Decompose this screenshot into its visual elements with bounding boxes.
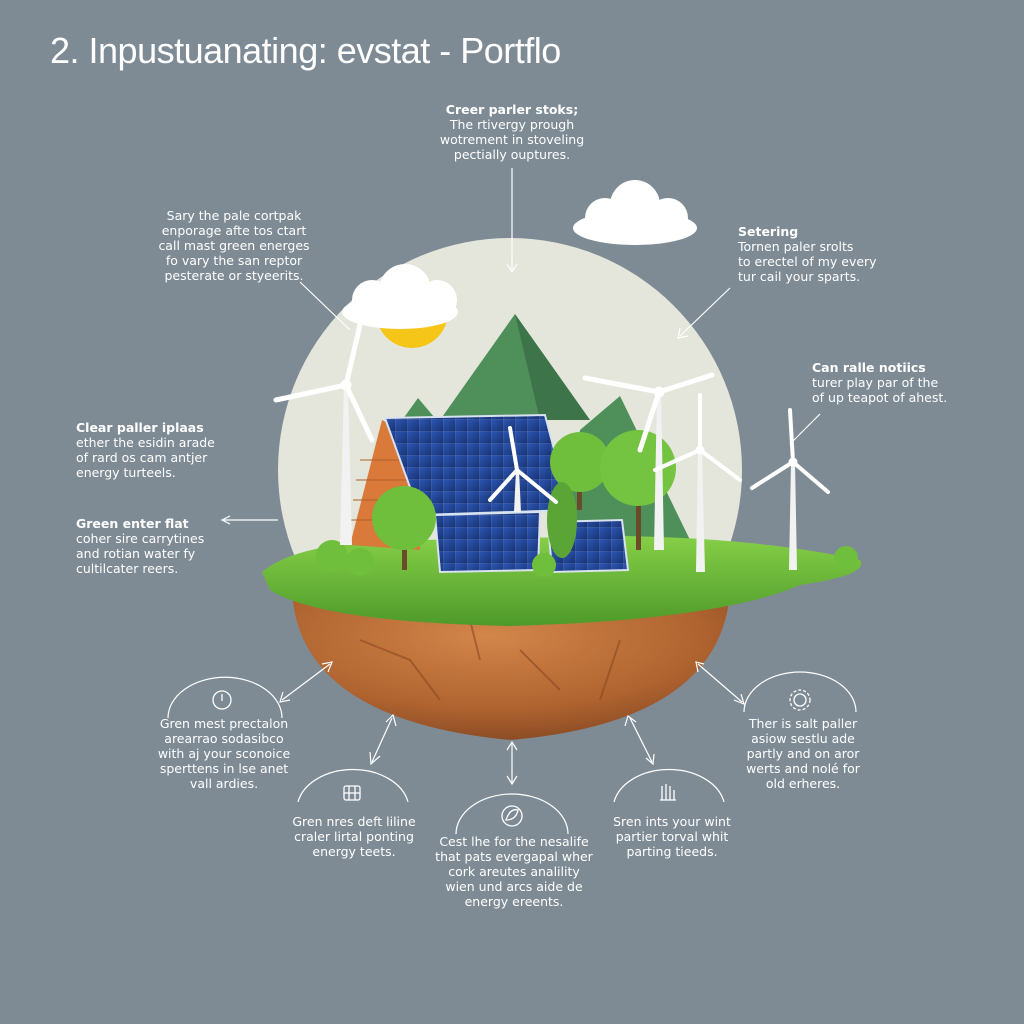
grass-top — [262, 536, 862, 626]
page-title: 2. Inpustuanating: evstat - Portflo — [50, 30, 561, 71]
note-bottom-right: Ther is salt paller asiow sestlu ade par… — [720, 716, 886, 791]
arc-3 — [455, 793, 569, 835]
note-line: partier torval whit — [615, 829, 729, 844]
note-line: of up teapot of ahest. — [812, 390, 948, 405]
note-line: enporage afte tos ctart — [161, 223, 307, 238]
note-line: turer play par of the — [812, 375, 939, 390]
note-top-left: Sary the pale cortpak enporage afte tos … — [150, 208, 318, 283]
note-top: Creer parler stoks; The rtivergy prough … — [410, 102, 614, 162]
note-heading: Clear paller iplaas — [76, 420, 204, 435]
note-line: old erheres. — [765, 776, 841, 791]
arc-2 — [297, 768, 409, 803]
note-line: coher sire carrytines — [76, 531, 205, 546]
tree — [372, 486, 436, 570]
note-mid-right: Can ralle notiics turer play par of the … — [812, 360, 982, 405]
hand-icon — [660, 784, 676, 801]
note-line: Sren ints your wint — [613, 814, 731, 829]
note-line: Ther is salt paller — [748, 716, 858, 731]
wind-turbine-4 — [750, 408, 830, 570]
note-line: Tornen paler srolts — [738, 239, 854, 254]
note-heading: Green enter flat — [76, 516, 189, 531]
note-line: craler lirtal ponting — [294, 829, 414, 844]
note-line: partly and on aror — [746, 746, 860, 761]
note-line: Sary the pale cortpak — [166, 208, 302, 223]
note-line: wotrement in stoveling — [439, 132, 585, 147]
note-line: pesterate or styeerits. — [164, 268, 304, 283]
connector-lines — [220, 168, 821, 786]
note-bottom-left: Gren mest prectalon arearrao sodasibco w… — [140, 716, 308, 791]
note-line: Cest lhe for the nesalife — [439, 834, 589, 849]
note-line: with aj your sconoice — [157, 746, 291, 761]
note-line: asiow sestlu ade — [751, 731, 855, 746]
bush — [316, 540, 348, 572]
note-heading: Setering — [738, 224, 799, 239]
note-line: pectially ouptures. — [453, 147, 571, 162]
gear-icon — [789, 689, 811, 711]
wind-turbine-3 — [653, 393, 742, 572]
cypress-tree — [547, 482, 577, 558]
soil-island — [292, 592, 730, 740]
note-line: call mast green energes — [158, 238, 310, 253]
note-line: cultilcater reers. — [76, 561, 179, 576]
note-line: cork areutes analility — [448, 864, 580, 879]
solar-panel — [433, 510, 542, 574]
note-bottom-mid: Cest lhe for the nesalife that pats ever… — [428, 834, 600, 909]
note-line: energy ereents. — [464, 894, 564, 909]
tree-2 — [550, 432, 610, 510]
note-heading: Creer parler stoks; — [445, 102, 579, 117]
note-line: wien und arcs aide de — [445, 879, 583, 894]
note-line: parting tieeds. — [626, 844, 718, 859]
bush-2 — [346, 548, 374, 576]
note-line: vall ardies. — [189, 776, 259, 791]
cloud-icon — [342, 264, 458, 329]
arc — [167, 676, 283, 719]
note-bottom-mid-right: Sren ints your wint partier torval whit … — [594, 814, 750, 859]
arc-5 — [743, 671, 857, 713]
note-line: sperttens in lse anet — [159, 761, 289, 776]
clock-icon — [212, 690, 232, 710]
note-left-2: Green enter flat coher sire carrytines a… — [76, 516, 246, 576]
note-line: that pats evergapal wher — [435, 849, 593, 864]
note-top-right: Setering Tornen paler srolts to erectel … — [738, 224, 898, 284]
note-line: fo vary the san reptor — [165, 253, 303, 268]
note-line: of rard os cam antjer — [76, 450, 208, 465]
grid-icon — [343, 785, 361, 801]
note-left-1: Clear paller iplaas ether the esidin ara… — [76, 420, 246, 480]
wind-turbine-5 — [488, 426, 558, 512]
note-line: energy turteels. — [76, 465, 176, 480]
cloud-icon-2 — [573, 180, 697, 245]
note-line: ether the esidin arade — [76, 435, 215, 450]
note-line: and rotian water fy — [76, 546, 196, 561]
note-heading: Can ralle notiics — [812, 360, 926, 375]
leaf-icon — [501, 805, 523, 827]
bush-4 — [834, 546, 858, 570]
note-line: werts and nolé for — [746, 761, 860, 776]
note-line: to erectel of my every — [738, 254, 877, 269]
arc-4 — [613, 768, 725, 803]
wind-turbine-2 — [582, 372, 715, 550]
note-line: energy teets. — [312, 844, 396, 859]
bush-3 — [532, 553, 556, 577]
note-bottom-mid-left: Gren nres deft liline craler lirtal pont… — [276, 814, 432, 859]
note-line: The rtivergy prough — [449, 117, 575, 132]
note-line: tur cail your sparts. — [738, 269, 861, 284]
note-line: Gren mest prectalon — [159, 716, 289, 731]
note-line: Gren nres deft liline — [292, 814, 416, 829]
note-line: arearrao sodasibco — [164, 731, 284, 746]
wind-turbine — [273, 322, 375, 545]
